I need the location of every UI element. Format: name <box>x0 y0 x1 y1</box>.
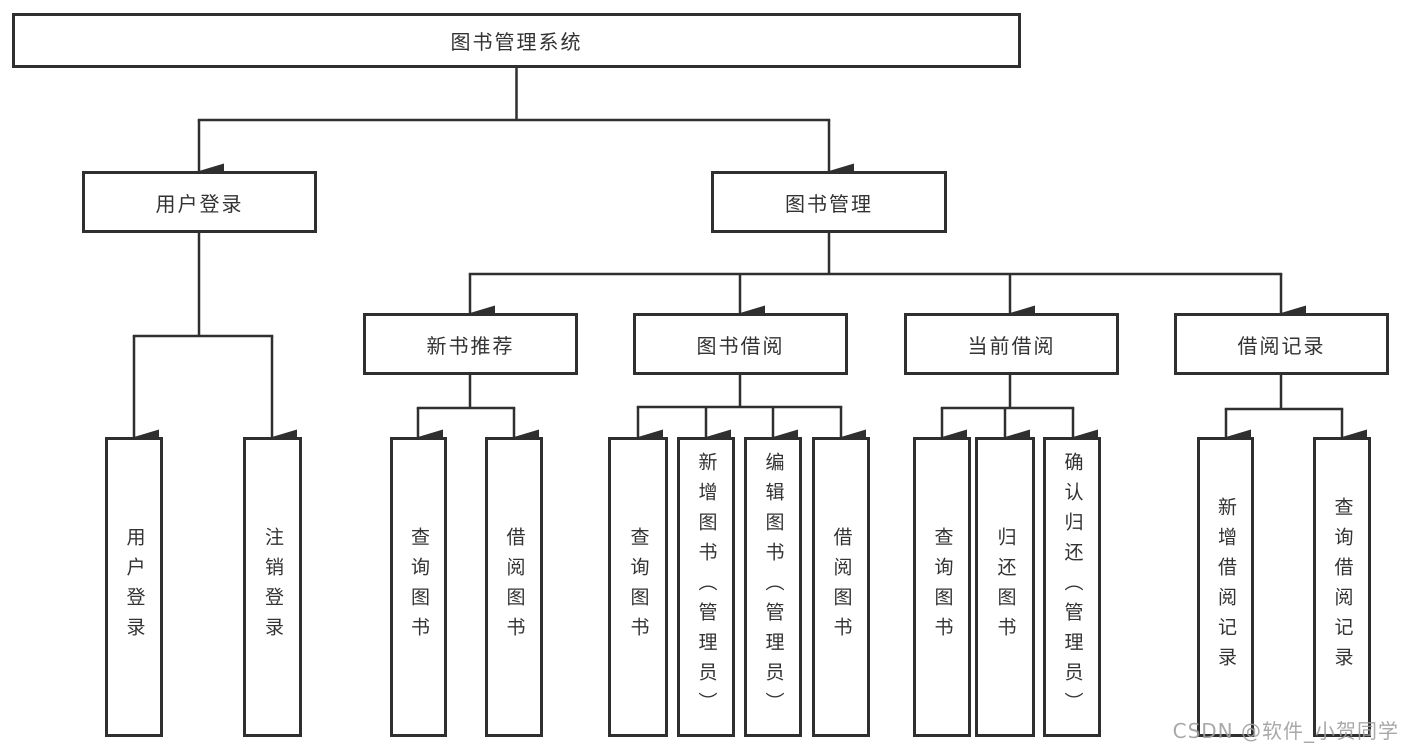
csdn-watermark: CSDN @软件_小贺同学 <box>1172 719 1399 743</box>
node-cb-confirm-return-admin: 确认归还（管理员） <box>1043 437 1101 737</box>
node-br-add-record: 新增借阅记录 <box>1197 437 1254 737</box>
node-label: 查询图书 <box>408 527 430 647</box>
node-cb-return-books: 归还图书 <box>975 437 1035 737</box>
node-label: 新增图书（管理员） <box>695 452 718 722</box>
node-br-query-record: 查询借阅记录 <box>1313 437 1371 737</box>
node-borrowing-records: 借阅记录 <box>1174 313 1389 375</box>
node-current-borrowing: 当前借阅 <box>904 313 1119 375</box>
node-new-book-recommendation: 新书推荐 <box>363 313 578 375</box>
node-label: 当前借阅 <box>967 333 1056 358</box>
node-label: 新书推荐 <box>426 333 515 358</box>
node-label: 图书管理系统 <box>450 30 583 54</box>
node-rec-borrow-books: 借阅图书 <box>485 437 543 737</box>
node-label: 用户登录 <box>155 191 244 216</box>
node-rec-query-books: 查询图书 <box>390 437 447 737</box>
node-user-login: 用户登录 <box>82 171 317 233</box>
node-label: 编辑图书（管理员） <box>762 452 785 722</box>
node-book-borrowing: 图书借阅 <box>633 313 848 375</box>
node-cb-query-books: 查询图书 <box>913 437 971 737</box>
node-bb-query-books: 查询图书 <box>608 437 668 737</box>
node-label: 借阅记录 <box>1237 333 1326 358</box>
node-label: 图书借阅 <box>696 333 785 358</box>
node-label: 用户登录 <box>123 527 146 647</box>
node-library-system: 图书管理系统 <box>12 13 1021 68</box>
node-label: 注销登录 <box>262 527 284 647</box>
node-bb-add-books-admin: 新增图书（管理员） <box>677 437 735 737</box>
node-logout-leaf: 注销登录 <box>243 437 302 737</box>
node-label: 确认归还（管理员） <box>1061 452 1084 722</box>
node-label: 归还图书 <box>994 527 1017 647</box>
node-label: 图书管理 <box>785 191 873 216</box>
node-label: 借阅图书 <box>503 527 526 647</box>
node-user-login-leaf: 用户登录 <box>105 437 163 737</box>
node-label: 查询图书 <box>627 527 650 647</box>
node-book-management: 图书管理 <box>711 171 947 233</box>
node-bb-borrow-books: 借阅图书 <box>812 437 870 737</box>
node-label: 查询借阅记录 <box>1331 497 1354 677</box>
node-label: 借阅图书 <box>830 527 853 647</box>
node-label: 新增借阅记录 <box>1215 497 1237 677</box>
node-bb-edit-books-admin: 编辑图书（管理员） <box>744 437 802 737</box>
node-label: 查询图书 <box>931 527 954 647</box>
